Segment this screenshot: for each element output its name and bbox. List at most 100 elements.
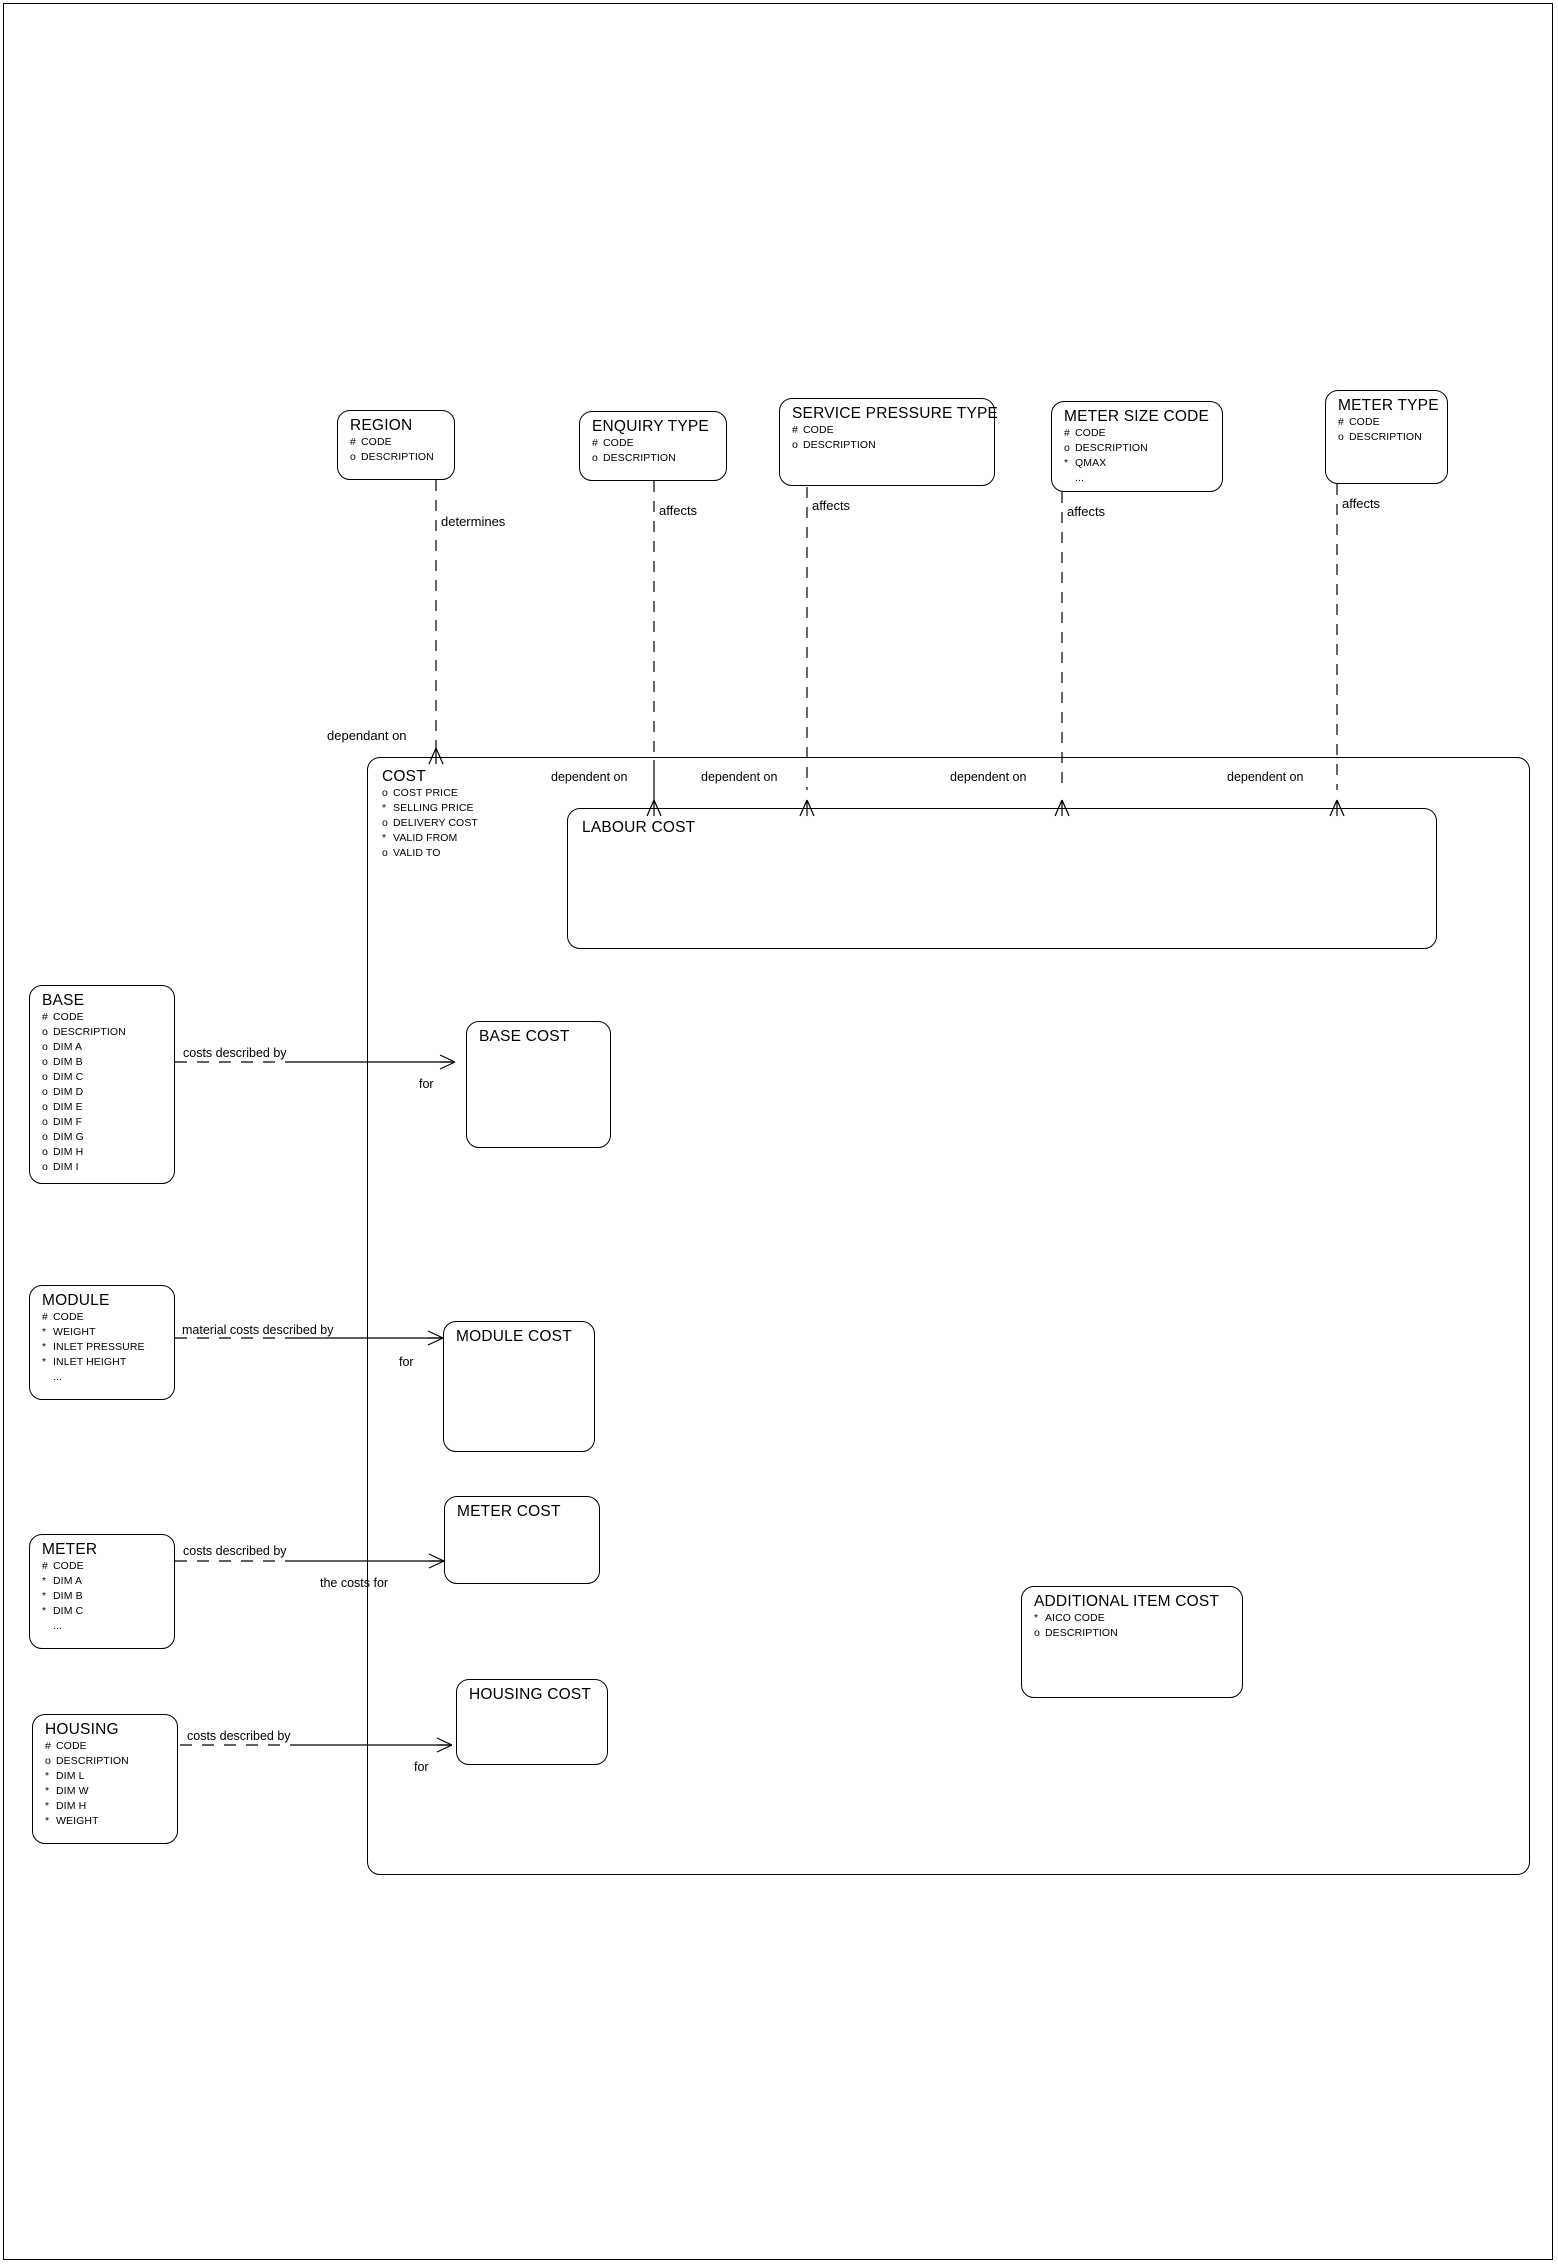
entity-housing-cost[interactable]: HOUSING COST [456,1679,608,1765]
relationship-label-dependent-on-4: dependent on [1227,770,1304,784]
attribute-name: SELLING PRICE [393,802,474,814]
entity-title: MODULE COST [456,1328,572,1345]
attribute-row: #CODE [592,436,716,451]
attribute-mark: o [42,1041,48,1053]
attribute-mark: * [45,1770,50,1782]
attribute-name: DIM H [53,1146,84,1158]
relationship-label-housing-for: for [414,1760,429,1774]
attribute-mark: o [42,1086,48,1098]
relationship-label-base-for: for [419,1077,434,1091]
entity-meter[interactable]: METER #CODE *DIM A *DIM B *DIM C ... [29,1534,175,1649]
attribute-mark: o [42,1101,48,1113]
attribute-mark: o [42,1161,48,1173]
entity-module-cost[interactable]: MODULE COST [443,1321,595,1452]
attribute-row: o DESCRIPTION [45,1754,167,1769]
attribute-name: WEIGHT [53,1326,96,1338]
attribute-mark: o [382,787,388,799]
attribute-name: DIM D [53,1086,84,1098]
attribute-name: DIM L [56,1770,85,1782]
attribute-mark: * [382,802,387,814]
relationship-label-module-material-costs-described-by: material costs described by [182,1323,334,1337]
attribute-mark: * [42,1341,47,1353]
attribute-name: DESCRIPTION [803,439,876,451]
entity-labour-cost[interactable]: LABOUR COST [567,808,1437,949]
attribute-row: *WEIGHT [42,1325,164,1340]
attribute-mark: o [792,439,798,451]
attribute-name: DESCRIPTION [56,1755,129,1767]
attribute-mark: o [45,1755,51,1767]
attribute-mark: # [1338,416,1344,428]
attribute-name: CODE [803,424,834,436]
attribute-row: o DESCRIPTION [792,438,984,453]
attribute-name: ... [1075,472,1085,484]
attribute-row: ... [42,1370,164,1385]
attribute-name: CODE [1349,416,1380,428]
entity-title: REGION [350,417,413,434]
attribute-row: *DIM W [45,1784,167,1799]
entity-meter-cost[interactable]: METER COST [444,1496,600,1584]
crowfoot-meter-metercost [428,1553,445,1569]
attribute-mark: o [42,1026,48,1038]
attribute-mark: # [1064,427,1070,439]
attribute-row: *WEIGHT [45,1814,167,1829]
attribute-row: *INLET HEIGHT [42,1355,164,1370]
relationship-label-dependant-on: dependant on [327,728,407,743]
attribute-name: CODE [53,1311,84,1323]
relationship-label-affects-service-pressure: affects [812,498,851,513]
relationship-label-dependent-on-3: dependent on [950,770,1027,784]
attribute-row: *DIM B [42,1589,164,1604]
attribute-row: #CODE [45,1739,167,1754]
attribute-mark: o [1034,1627,1040,1639]
attribute-name: DESCRIPTION [1349,431,1422,443]
attribute-mark: # [42,1011,48,1023]
attribute-name: DELIVERY COST [393,817,478,829]
entity-title: COST [382,768,426,785]
attribute-mark: # [45,1740,51,1752]
entity-module[interactable]: MODULE #CODE *WEIGHT *INLET PRESSURE *IN… [29,1285,175,1400]
attribute-name: DESCRIPTION [603,452,676,464]
crowfoot-housing-housingcost [436,1737,453,1753]
attribute-name: AICO CODE [1045,1612,1105,1624]
attribute-mark: * [45,1785,50,1797]
attribute-row: *DIM C [42,1604,164,1619]
attribute-name: DESCRIPTION [1075,442,1148,454]
attribute-name: INLET PRESSURE [53,1341,145,1353]
attribute-name: DESCRIPTION [361,451,434,463]
attribute-mark: o [42,1071,48,1083]
attribute-name: DIM B [53,1056,83,1068]
attribute-name: ... [53,1371,63,1383]
entity-title: HOUSING COST [469,1686,592,1703]
crowfoot-region-cost [428,747,444,765]
attribute-mark: * [45,1800,50,1812]
attribute-mark: * [1064,457,1069,469]
attribute-name: CODE [361,436,392,448]
attribute-name: DIM B [53,1590,83,1602]
attribute-mark: # [792,424,798,436]
entity-base-cost[interactable]: BASE COST [466,1021,611,1148]
